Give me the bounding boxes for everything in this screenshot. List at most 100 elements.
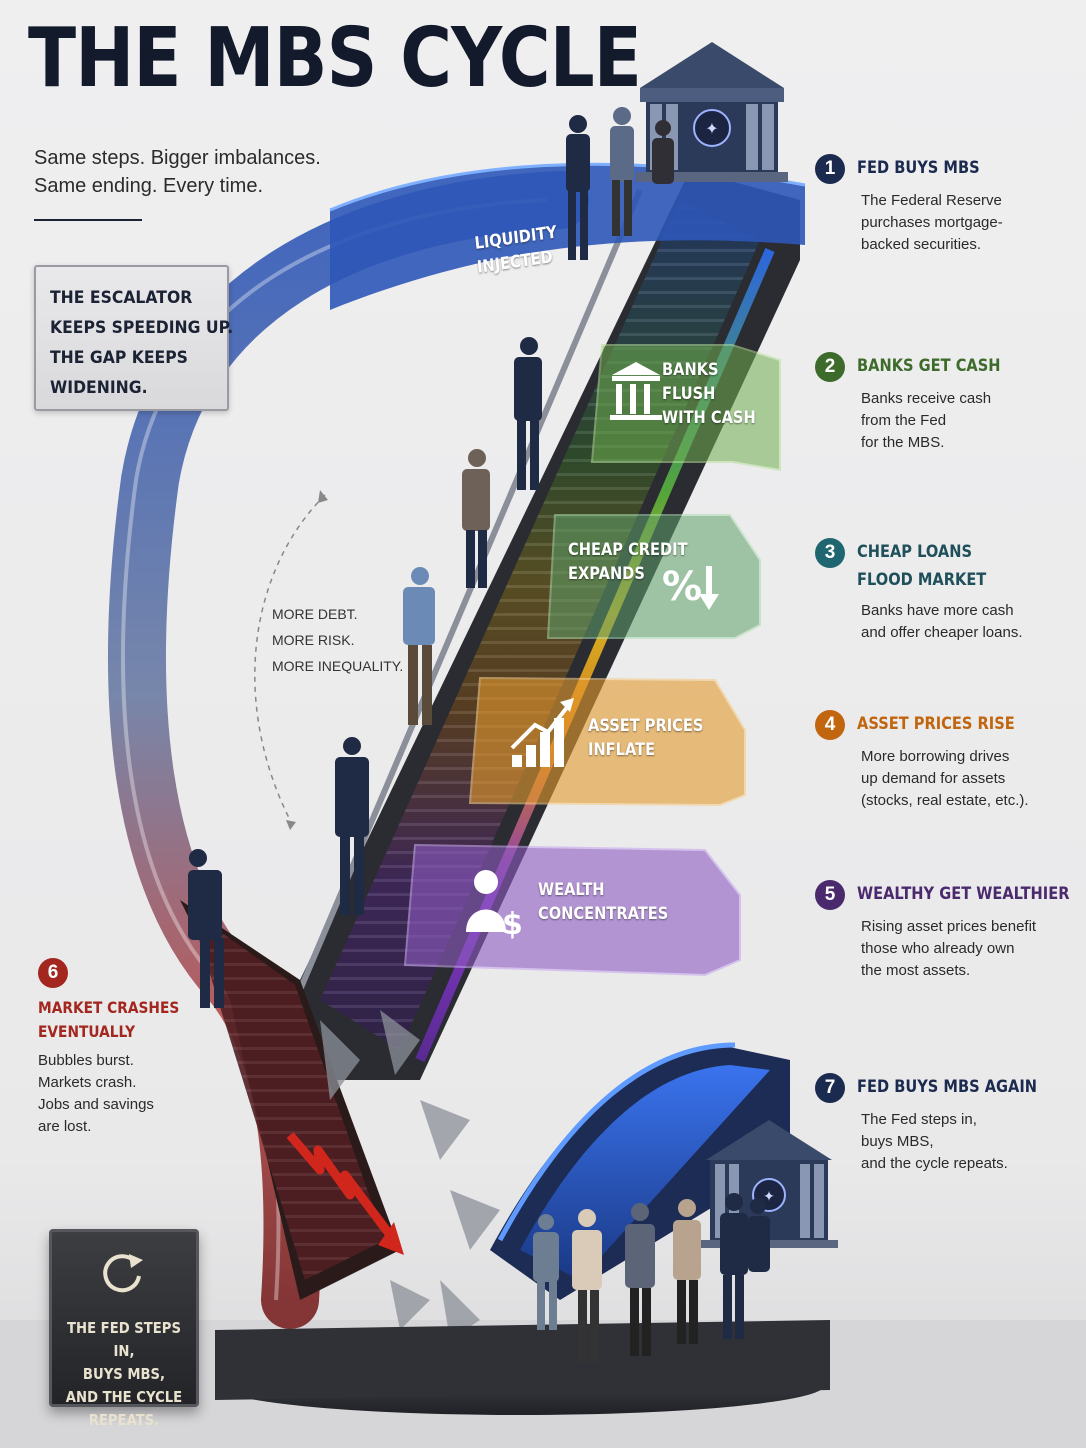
percent-down-icon: % [662,564,719,610]
step-label: FED BUYS MBS AGAIN [857,1077,1038,1097]
cycle-repeats-sign: THE FED STEPS IN, BUYS MBS, AND THE CYCL… [49,1229,199,1429]
person [673,1199,701,1344]
sign-line: AND THE CYCLE [65,1388,183,1406]
person [625,1203,655,1356]
sign-line: KEEPS SPEEDING UP. [50,318,234,338]
note-line: MORE DEBT. [272,606,358,622]
step-desc-line: the most assets. [861,962,971,979]
bank-icon [610,362,662,420]
step-desc-line: Markets crash. [38,1074,137,1091]
step-label: FED BUYS MBS [857,158,980,178]
person [572,1209,602,1362]
step-number: 2 [815,352,845,382]
person [652,120,674,184]
panel-assets [468,676,746,807]
wealth-label: WEALTH CONCENTRATES [538,878,668,926]
step-label: ASSET PRICES RISE [857,714,1015,734]
step-desc-line: buys MBS, [861,1133,934,1150]
step-desc-line: backed securities. [861,236,982,253]
fed-seal-icon [693,109,731,147]
more-notes: MORE DEBT. MORE RISK. MORE INEQUALITY. [272,601,403,679]
step-number: 5 [815,880,845,910]
step-number: 7 [815,1073,845,1103]
person [533,1214,559,1330]
svg-text:✦: ✦ [705,119,718,138]
sign-line: THE GAP KEEPS [50,348,188,368]
subtitle: Same steps. Bigger imbalances. Same endi… [34,144,321,200]
step-label: FLOOD MARKET [857,570,987,590]
step-desc-line: The Fed steps in, [861,1111,977,1128]
step-desc-line: purchases mortgage- [861,214,1003,231]
step-6: 6 MARKET CRASHES EVENTUALLY Bubbles burs… [38,958,238,1138]
step-number: 3 [815,538,845,568]
step-5: 5 WEALTHY GET WEALTHIER Rising asset pri… [815,880,1069,982]
step-desc-line: up demand for assets [861,770,1006,787]
step-desc-line: and offer cheaper loans. [861,624,1023,641]
step-desc-line: and the cycle repeats. [861,1155,1008,1172]
escalator-sign: THE ESCALATOR KEEPS SPEEDING UP. THE GAP… [34,265,234,411]
person [403,567,435,725]
person-dollar-icon: $ [466,870,523,942]
step-desc-line: for the MBS. [861,434,945,451]
person [610,107,634,236]
step-label: BANKS GET CASH [857,356,1001,376]
person [720,1193,748,1339]
step-2: 2 BANKS GET CASH Banks receive cash from… [815,352,1045,454]
credit-line: EXPANDS [568,564,645,584]
svg-text:%: % [662,564,702,610]
panel-credit [546,514,761,639]
wealth-line: CONCENTRATES [538,904,669,924]
banks-line: FLUSH [662,384,716,404]
svg-text:$: $ [502,907,523,942]
sign-line: THE FED STEPS IN, [67,1319,181,1360]
step-4: 4 ASSET PRICES RISE More borrowing drive… [815,710,1045,812]
person [188,849,224,1008]
step-desc-line: Banks have more cash [861,602,1014,619]
banks-line: WITH CASH [662,408,756,428]
step-3: 3 CHEAP LOANS FLOOD MARKET Banks have mo… [815,538,1045,644]
credit-line: CHEAP CREDIT [568,540,688,560]
person [335,737,369,915]
person [514,337,542,490]
subtitle-line: Same steps. Bigger imbalances. [34,147,321,169]
divider [34,219,142,221]
person [566,115,590,260]
step-number: 1 [815,154,845,184]
step-desc-line: Jobs and savings [38,1096,154,1113]
step-desc-line: Bubbles burst. [38,1052,134,1069]
step-desc-line: are lost. [38,1118,92,1135]
step-desc-line: Rising asset prices benefit [861,918,1037,935]
sign-line: WIDENING. [50,378,148,398]
banks-label: BANKS FLUSH WITH CASH [662,358,756,430]
sign-line: THE ESCALATOR [50,288,193,308]
step-label: CHEAP LOANS [857,542,972,562]
note-line: MORE INEQUALITY. [272,658,404,674]
assets-line: INFLATE [588,740,656,760]
crash-arrow-icon [286,1132,404,1255]
step-7: 7 FED BUYS MBS AGAIN The Fed steps in, b… [815,1073,1045,1175]
assets-line: ASSET PRICES [588,716,704,736]
step-desc-line: (stocks, real estate, etc.). [861,792,1029,809]
step-1: 1 FED BUYS MBS The Federal Reserve purch… [815,154,1045,256]
banks-line: BANKS [662,360,719,380]
step-desc-line: from the Fed [861,412,947,429]
page-title: THE MBS CYCLE [28,11,642,106]
person [748,1198,770,1272]
credit-label: CHEAP CREDIT EXPANDS [568,538,688,586]
assets-label: ASSET PRICES INFLATE [588,714,703,762]
step-desc-line: More borrowing drives [861,748,1010,765]
svg-text:✦: ✦ [763,1189,775,1205]
step-number: 6 [38,958,68,988]
wealth-line: WEALTH [538,880,605,900]
step-label: EVENTUALLY [38,1022,136,1041]
sign-line: BUYS MBS, [82,1365,166,1383]
cycle-arrow-icon [103,1254,143,1293]
sign-line: REPEATS. [88,1411,160,1429]
step-desc-line: The Federal Reserve [861,192,1002,209]
person [462,449,490,588]
step-desc-line: those who already own [861,940,1015,957]
step-desc-line: Banks receive cash [861,390,992,407]
subtitle-line: Same ending. Every time. [34,175,263,197]
growth-chart-icon [510,698,574,767]
